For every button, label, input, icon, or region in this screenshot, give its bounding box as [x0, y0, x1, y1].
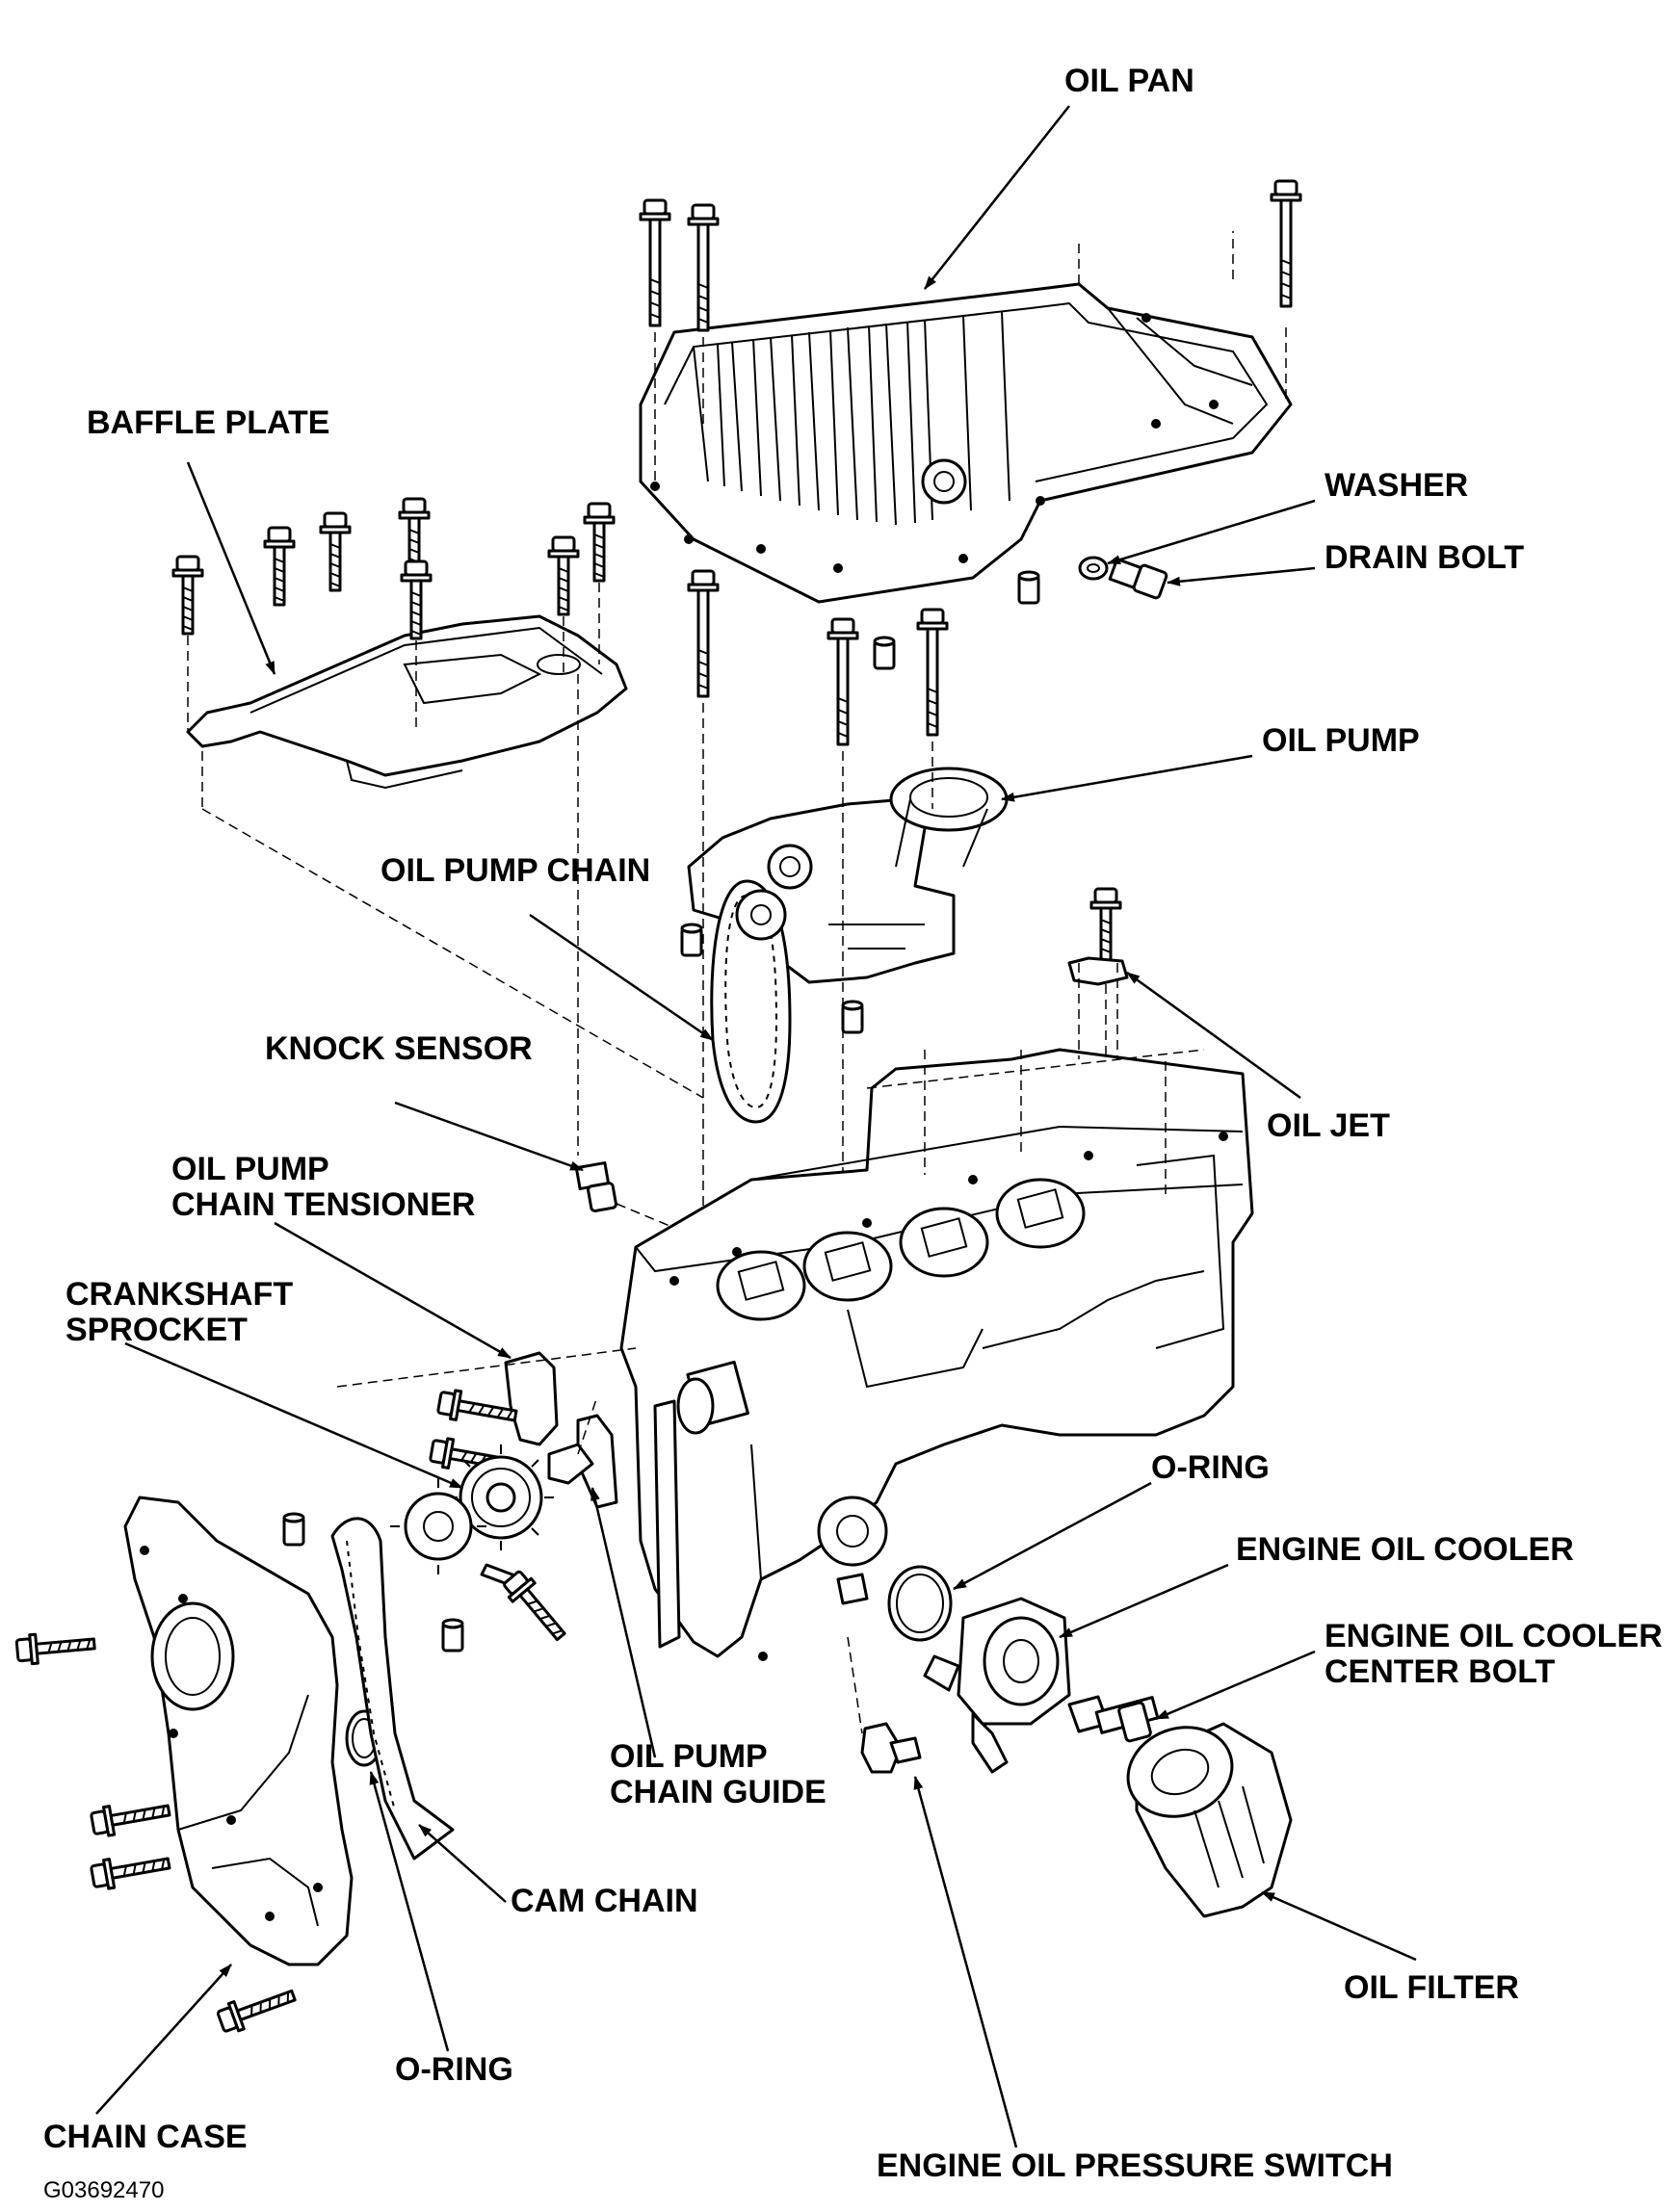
- engine-block: [619, 1048, 1254, 1661]
- label-washer: WASHER: [1325, 467, 1468, 504]
- dowel-pin: [841, 1000, 864, 1034]
- label-oil-pump-chain-guide-line2: CHAIN GUIDE: [610, 1774, 826, 1810]
- washer: [1078, 556, 1109, 581]
- label-oil-filter: OIL FILTER: [1344, 1969, 1519, 2006]
- dowel-pin: [282, 1512, 305, 1547]
- oil-filter: [1126, 1722, 1293, 1918]
- engine-oil-cooler-center-bolt: [1067, 1695, 1160, 1743]
- label-knock-sensor: KNOCK SENSOR: [265, 1030, 533, 1067]
- label-drain-bolt: DRAIN BOLT: [1325, 539, 1524, 576]
- label-oil-pump-chain: OIL PUMP CHAIN: [380, 852, 650, 889]
- label-crankshaft-sprocket-line1: CRANKSHAFT: [66, 1276, 293, 1313]
- oil-pump-chain-guide: [653, 1399, 681, 1649]
- label-chain-case: CHAIN CASE: [43, 2119, 248, 2155]
- baffle-plate: [186, 614, 628, 790]
- label-oil-pump-chain-tensioner-line1: OIL PUMP: [171, 1151, 329, 1187]
- engine-oil-pressure-switch: [847, 1636, 922, 1774]
- o-ring-top: [887, 1565, 953, 1642]
- dowel-pin: [680, 923, 703, 957]
- label-o-ring-top: O-RING: [1151, 1449, 1270, 1486]
- label-oil-pump-chain-guide-line1: OIL PUMP: [610, 1738, 768, 1775]
- label-oil-jet: OIL JET: [1267, 1107, 1390, 1144]
- label-oil-pump-chain-tensioner-line2: CHAIN TENSIONER: [171, 1186, 475, 1223]
- chain-case: [123, 1496, 354, 1966]
- knock-sensor: [574, 1161, 675, 1229]
- label-engine-oil-cooler: ENGINE OIL COOLER: [1236, 1531, 1574, 1568]
- label-o-ring-bottom: O-RING: [395, 2051, 513, 2088]
- oil-pump-bolts: [687, 569, 949, 1252]
- alignment-lines: [201, 231, 1234, 1455]
- label-oil-pan: OIL PAN: [1064, 63, 1194, 99]
- dowel-pin: [873, 636, 896, 670]
- cam-chain: [330, 1517, 455, 1861]
- engine-oil-cooler: [923, 1597, 1071, 1774]
- crankshaft-sprocket: [390, 1444, 574, 1648]
- label-oil-pump: OIL PUMP: [1262, 722, 1420, 759]
- leader-lines: [95, 105, 1417, 2148]
- label-engine-oil-pressure-switch: ENGINE OIL PRESSURE SWITCH: [877, 2147, 1393, 2184]
- oil-pan: [639, 282, 1293, 604]
- drain-bolt: [1108, 558, 1168, 600]
- label-engine-oil-cooler-center-bolt-line2: CENTER BOLT: [1325, 1653, 1555, 1690]
- oil-pump-chain: [710, 879, 792, 1124]
- label-cam-chain: CAM CHAIN: [511, 1883, 698, 1919]
- figure-code: G03692470: [43, 2177, 164, 2203]
- label-baffle-plate: BAFFLE PLATE: [87, 404, 329, 441]
- oil-pump-chain-tensioner: [504, 1351, 618, 1509]
- dowel-pin: [1017, 570, 1040, 605]
- baffle-plate-bolts: [171, 497, 616, 732]
- label-engine-oil-cooler-center-bolt-line1: ENGINE OIL COOLER: [1325, 1618, 1663, 1654]
- oil-pan-bolts: [639, 179, 1302, 486]
- dowel-pin: [441, 1618, 464, 1652]
- label-crankshaft-sprocket-line2: SPROCKET: [66, 1312, 248, 1348]
